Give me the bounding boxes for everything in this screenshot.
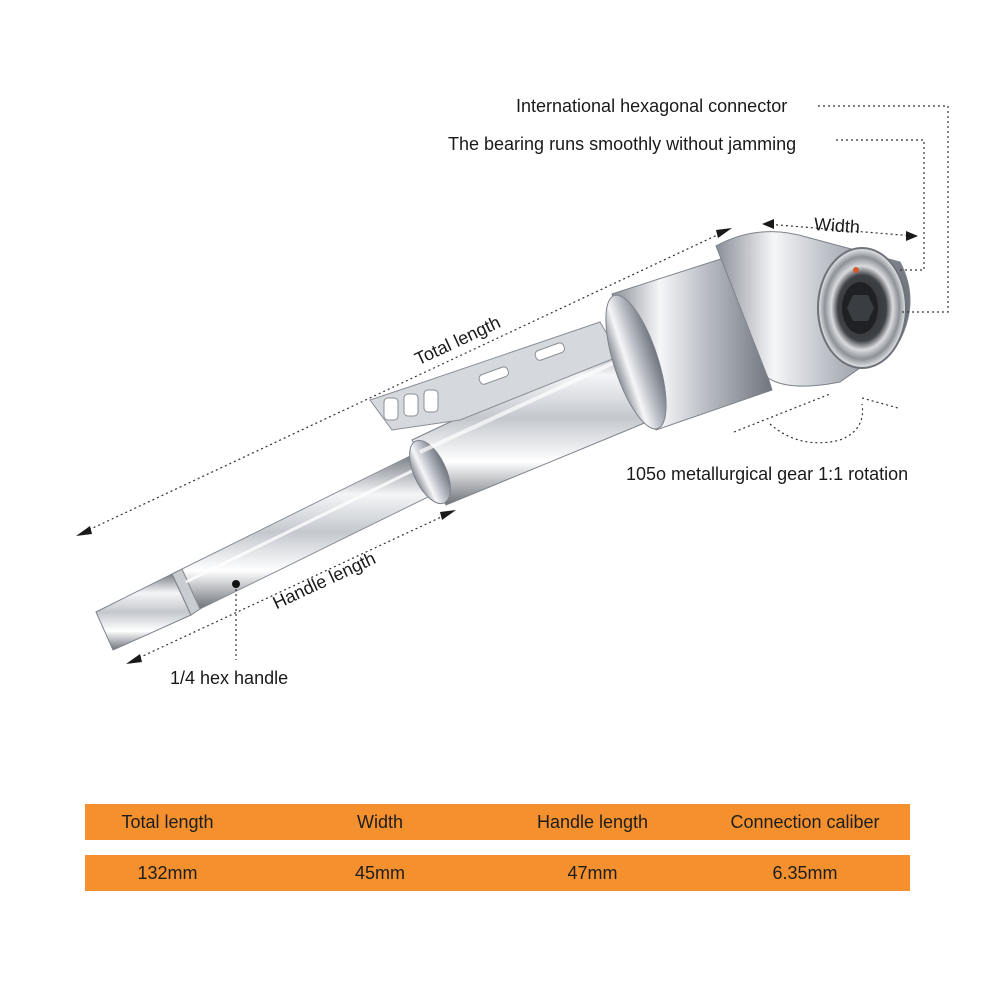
width-label: Width <box>813 214 861 238</box>
angle-head <box>715 231 911 387</box>
spec-value-row: 132mm 45mm 47mm 6.35mm <box>85 855 910 891</box>
spec-header-row: Total length Width Handle length Connect… <box>85 804 910 840</box>
gear-label: 105o metallurgical gear 1:1 rotation <box>626 464 909 484</box>
hex-shank <box>95 455 429 651</box>
bearing-label: The bearing runs smoothly without jammin… <box>448 134 797 154</box>
adapter-body <box>409 331 677 506</box>
spec-header-width: Width <box>356 812 403 832</box>
spec-value-connection-caliber: 6.35mm <box>772 863 838 883</box>
hex-handle-label: 1/4 hex handle <box>170 668 289 688</box>
spec-header-handle-length: Handle length <box>536 812 649 832</box>
spec-value-total-length: 132mm <box>137 863 198 883</box>
hex-handle-marker <box>232 580 240 588</box>
arrowheads <box>76 219 918 664</box>
dimension-lines <box>79 105 949 663</box>
spec-header-total-length: Total length <box>121 812 214 832</box>
spec-value-width: 45mm <box>354 863 405 883</box>
collar <box>605 255 773 431</box>
spec-value-handle-length: 47mm <box>567 863 618 883</box>
hex-connector-label: International hexagonal connector <box>516 96 788 116</box>
spec-header-connection-caliber: Connection caliber <box>730 812 880 832</box>
